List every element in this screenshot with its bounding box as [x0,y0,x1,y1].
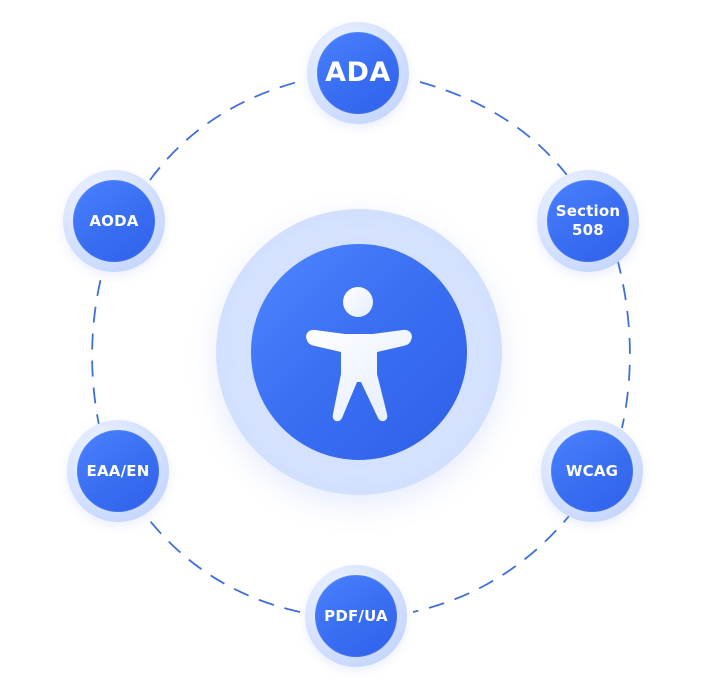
accessibility-person-icon [306,287,412,422]
node-wcag: WCAG [541,420,643,522]
node-section-508-line2: 508 [572,221,604,239]
node-wcag-core: WCAG [551,430,633,512]
node-ada-label: ADA [325,57,391,89]
ring-segment-wcag-pdfua [412,509,575,613]
node-section-508-label: Section 508 [556,202,621,240]
ring-segment-pdfua-eaa [139,507,301,613]
node-aoda-label: AODA [89,211,139,230]
node-aoda: AODA [63,170,165,272]
node-section-508-line1: Section [555,202,621,221]
ring-segment-sec508-wcag [616,257,631,429]
node-pdf-ua-label: PDF/UA [324,606,388,625]
node-section-508-core: Section 508 [547,180,629,262]
node-section-508: Section 508 [537,170,639,272]
node-ada-core: ADA [317,32,399,114]
node-wcag-label: WCAG [565,461,619,480]
ring-segment-ada-sec508 [419,81,574,184]
node-eaa-en-core: EAA/EN [77,430,159,512]
node-pdf-ua: PDF/UA [305,565,407,667]
hub-center [251,244,467,460]
node-pdf-ua-core: PDF/UA [315,575,397,657]
node-aoda-core: AODA [73,180,155,262]
node-eaa-en: EAA/EN [67,420,169,522]
node-ada: ADA [307,22,409,124]
ring-segment-aoda-ada [149,79,306,181]
node-eaa-en-label: EAA/EN [86,461,150,480]
ring-segment-eaa-aoda [91,261,106,431]
